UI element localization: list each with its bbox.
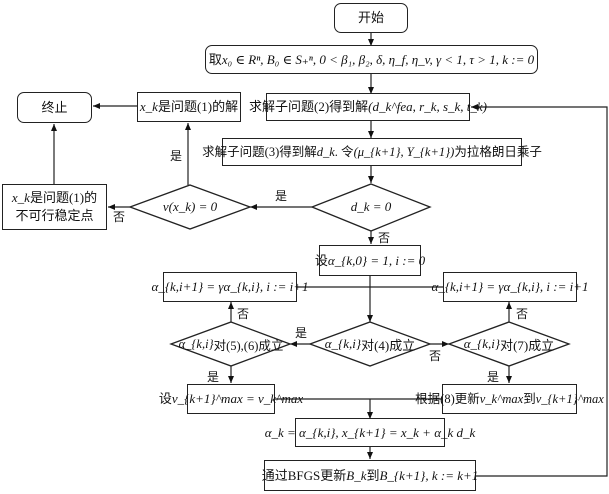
terminate-label: 终止 (41, 99, 68, 115)
step-label: α_k = α_{k,i}, x_{k+1} = x_k + α_k d_k (264, 424, 476, 440)
bfgs-math1: B_k (346, 467, 367, 483)
label-v-yes: 是 (170, 149, 183, 163)
bfgs-math2: B_{k+1} (379, 467, 426, 483)
bfgs-suffix: , k := k+1 (425, 467, 479, 483)
cond7-math: α_{k,i} (463, 336, 501, 351)
solve-subproblem2-node: 求解子问题(2)得到解(d_k^fea, r_k, s_k, t_k) (249, 93, 487, 121)
update-vmax-prefix: 根据(8)更新 (415, 391, 480, 406)
label-v-no: 否 (113, 210, 126, 224)
shrink-right-node: α_{k,i+1} = γα_{k,i}, i := i+1 (432, 272, 589, 302)
cond56-text: α_{k,i}对(5),(6)成立 (171, 332, 291, 356)
init-prefix: 取 (208, 51, 222, 67)
shrink-right-label: α_{k,i+1} = γα_{k,i}, i := i+1 (431, 279, 589, 295)
bfgs-mid: 到 (366, 467, 380, 483)
cond4-text: α_{k,i}对(4)成立 (310, 332, 430, 356)
init-math: x₀ ∈ Rⁿ, B₀ ∈ S₊ⁿ, 0 < β₁, β₂, δ, η_f, η… (221, 51, 535, 67)
dk-zero-text: d_k = 0 (312, 194, 430, 220)
terminate-node: 终止 (17, 92, 92, 123)
cond56-math: α_{k,i} (178, 336, 214, 351)
infeasible-line1: x_k是问题(1)的 (12, 189, 97, 207)
cond56-label: 对(5),(6)成立 (213, 338, 284, 353)
label-cond56-yes: 是 (207, 370, 220, 384)
diamond-cond56 (169, 321, 292, 367)
label-dk-no: 否 (378, 231, 391, 245)
step-node: α_k = α_{k,i}, x_{k+1} = x_k + α_k d_k (265, 418, 475, 447)
infeasible-node: x_k是问题(1)的 不可行稳定点 (2, 184, 107, 230)
diamond-cond4 (308, 321, 432, 367)
infeasible-math: x_k (11, 190, 30, 206)
shrink-left-label: α_{k,i+1} = γα_{k,i}, i := i+1 (151, 279, 309, 295)
solve3-suffix: 为拉格朗日乘子 (454, 144, 542, 159)
diamond-v-zero (128, 184, 252, 230)
solve3-math2: (μ_{k+1}, Y_{k+1}) (353, 144, 455, 159)
solution-math: x_k (139, 99, 158, 115)
label-dk-yes: 是 (275, 189, 288, 203)
solution-text: 是问题(1)的解 (157, 99, 239, 115)
solve2-math: (d_k^fea, r_k, s_k, t_k) (368, 99, 488, 115)
diamond-cond7 (447, 321, 571, 367)
label-cond4-yes: 是 (295, 326, 308, 340)
cond7-label: 对(7)成立 (500, 337, 555, 353)
update-vmax-math2: v_{k+1}^max (535, 391, 604, 406)
label-cond4-no: 否 (429, 349, 442, 363)
cond7-text: α_{k,i}对(7)成立 (449, 332, 569, 356)
label-cond56-no: 否 (237, 307, 250, 321)
bfgs-prefix: 通过BFGS更新 (261, 467, 347, 483)
solve3-math1: d_k (316, 144, 335, 159)
cond4-math: α_{k,i} (324, 336, 362, 351)
edge-bfgs-loop (471, 104, 608, 477)
solve3-prefix: 求解子问题(3)得到解 (202, 144, 317, 159)
solve2-prefix: 求解子问题(2)得到解 (249, 99, 369, 115)
diamond-dk-zero (310, 183, 432, 232)
update-vmax-mid: 到 (523, 391, 536, 406)
label-cond7-yes: 是 (487, 370, 500, 384)
start-label: 开始 (357, 10, 384, 26)
start-node: 开始 (334, 3, 408, 33)
v-zero-label: v(x_k) = 0 (162, 199, 218, 214)
cond4-label: 对(4)成立 (361, 337, 416, 353)
dk-zero-label: d_k = 0 (350, 199, 392, 214)
set-vmax-math: v_{k+1}^max = v_k^max (171, 391, 304, 407)
solve3-mid: . 令 (334, 144, 354, 159)
set-alpha-math: α_{k,0} = 1, i := 0 (327, 252, 426, 268)
infeasible-text1: 是问题(1)的 (29, 190, 98, 206)
v-zero-text: v(x_k) = 0 (130, 194, 250, 220)
update-vmax-math1: v_k^max (479, 391, 524, 406)
shrink-left-node: α_{k,i+1} = γα_{k,i}, i := i+1 (152, 272, 309, 302)
set-alpha-prefix: 设 (314, 252, 328, 268)
label-cond7-no: 否 (516, 307, 529, 321)
set-vmax-prefix: 设 (158, 391, 172, 407)
infeasible-line2: 不可行稳定点 (15, 208, 94, 223)
